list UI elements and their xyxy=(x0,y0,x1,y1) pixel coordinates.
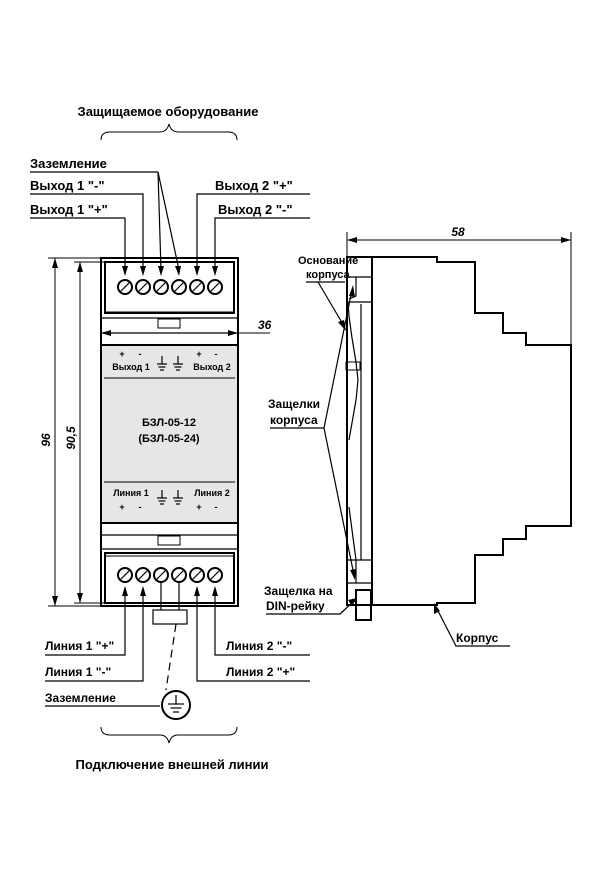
model-name: БЗЛ-05-12 xyxy=(142,417,196,429)
earth-ground-icon xyxy=(161,690,191,720)
panel-out2-label: Выход 2 xyxy=(193,362,231,372)
dimension-depth: 58 xyxy=(346,225,572,344)
top-brace xyxy=(100,123,238,141)
side-labels: Основание корпуса Защелки корпуса Защелк… xyxy=(264,255,510,647)
label-out1-plus: Выход 1 "+" xyxy=(30,202,108,217)
screw-icon xyxy=(171,279,187,295)
label-line2-minus: Линия 2 "-" xyxy=(226,639,292,653)
panel-minus: - xyxy=(139,349,142,359)
side-profile xyxy=(372,256,572,606)
ground-icon xyxy=(157,356,167,371)
panel-line2-label: Линия 2 xyxy=(194,488,230,498)
bottom-terminal-block xyxy=(104,552,235,604)
screw-icon xyxy=(117,279,133,295)
ground-bridge xyxy=(152,609,188,625)
label-din-2: DIN-рейку xyxy=(266,599,325,613)
side-base xyxy=(346,256,373,606)
bottom-latch-slot xyxy=(157,535,181,546)
bottom-brace xyxy=(100,726,238,744)
ground-icon xyxy=(173,356,183,371)
label-out1-minus: Выход 1 "-" xyxy=(30,178,105,193)
screw-icon xyxy=(135,567,151,583)
label-line1-plus: Линия 1 "+" xyxy=(45,639,114,653)
front-view: + - + - Выход 1 Выход 2 БЗЛ-05-12 (БЗЛ-0… xyxy=(100,257,239,607)
label-line1-minus: Линия 1 "-" xyxy=(45,665,111,679)
side-view xyxy=(345,256,572,621)
label-out2-plus: Выход 2 "+" xyxy=(215,178,293,193)
label-case: Корпус xyxy=(456,631,499,645)
screw-icon xyxy=(153,279,169,295)
top-terminal-block xyxy=(104,261,235,314)
dimensions-front: 96 90,5 36 xyxy=(39,257,272,607)
panel-minus: - xyxy=(139,502,142,512)
label-base-2: корпуса xyxy=(306,269,351,281)
label-ground-top: Заземление xyxy=(30,156,107,171)
label-latches-1: Защелки xyxy=(268,397,320,411)
screw-icon xyxy=(189,567,205,583)
dim-width-front: 36 xyxy=(258,318,272,332)
top-leaders: Заземление Выход 1 "-" Выход 1 "+" Выход… xyxy=(30,156,310,276)
bottom-leaders: Линия 1 "+" Линия 1 "-" Заземление Линия… xyxy=(45,582,310,720)
label-line2-plus: Линия 2 "+" xyxy=(226,665,295,679)
dim-depth: 58 xyxy=(451,225,465,239)
top-screws xyxy=(117,279,223,295)
screw-icon xyxy=(189,279,205,295)
dim-height-total: 96 xyxy=(39,433,53,447)
panel-plus: + xyxy=(196,349,201,359)
panel-plus: + xyxy=(119,349,124,359)
title-external-line: Подключение внешней линии xyxy=(75,757,268,772)
title-protected-equipment: Защищаемое оборудование xyxy=(78,104,259,119)
panel-minus: - xyxy=(215,349,218,359)
face-panel xyxy=(100,344,239,524)
panel-plus: + xyxy=(119,502,124,512)
screw-icon xyxy=(207,567,223,583)
ground-icon xyxy=(157,490,167,505)
label-latches-2: корпуса xyxy=(270,413,318,427)
label-out2-minus: Выход 2 "-" xyxy=(218,202,293,217)
screw-icon xyxy=(207,279,223,295)
panel-out1-label: Выход 1 xyxy=(112,362,150,372)
label-base-1: Основание xyxy=(298,255,358,267)
screw-icon xyxy=(117,567,133,583)
bottom-screws xyxy=(117,567,223,583)
dim-height-inner: 90,5 xyxy=(64,426,78,450)
panel-minus: - xyxy=(215,502,218,512)
top-latch-slot xyxy=(157,318,181,329)
model-name-alt: (БЗЛ-05-24) xyxy=(138,433,200,445)
side-latch-notch xyxy=(345,361,361,371)
ground-icon xyxy=(173,490,183,505)
label-din-1: Защелка на xyxy=(264,584,333,598)
label-ground-bottom: Заземление xyxy=(45,691,116,705)
panel-line1-label: Линия 1 xyxy=(113,488,149,498)
din-latch xyxy=(355,589,372,621)
panel-plus: + xyxy=(196,502,201,512)
screw-icon xyxy=(135,279,151,295)
